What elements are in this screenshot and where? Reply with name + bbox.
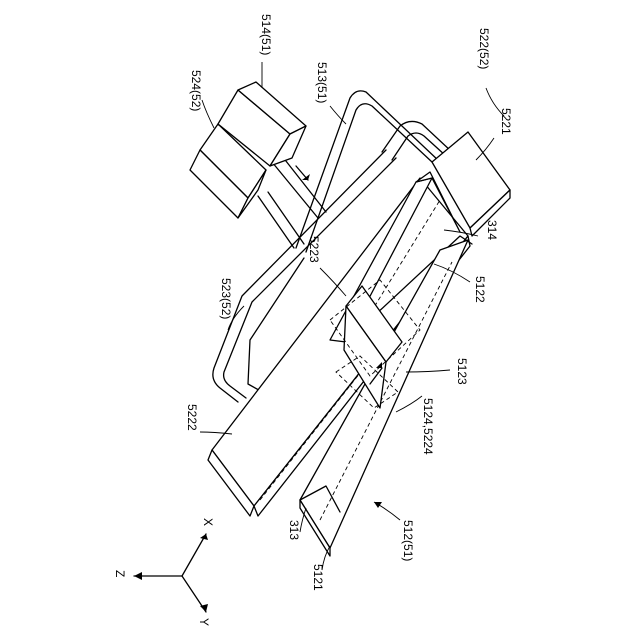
feed-tubes: [258, 156, 326, 248]
label-5222: 5222: [185, 404, 199, 431]
label-5124-5224: 5124,5224: [421, 398, 435, 455]
label-513: 513(51): [315, 62, 329, 103]
label-314: 314: [485, 220, 499, 240]
label-5221: 5221: [499, 108, 513, 135]
label-5121: 5121: [311, 564, 325, 591]
label-523: 523(52): [219, 278, 233, 319]
label-522: 522(52): [477, 28, 491, 69]
label-5223: 5223: [307, 236, 321, 263]
label-5123: 5123: [455, 358, 469, 385]
axis-label-x: X: [201, 518, 215, 526]
label-313: 313: [287, 520, 301, 540]
axes-triad: [134, 534, 208, 612]
label-512: 512(51): [401, 520, 415, 561]
label-524: 524(52): [189, 70, 203, 111]
axis-label-z: Z: [113, 570, 127, 577]
flow-arrow: [296, 166, 310, 180]
axis-label-y: Y: [197, 618, 211, 626]
label-514: 514(51): [259, 14, 273, 55]
label-5122: 5122: [473, 276, 487, 303]
